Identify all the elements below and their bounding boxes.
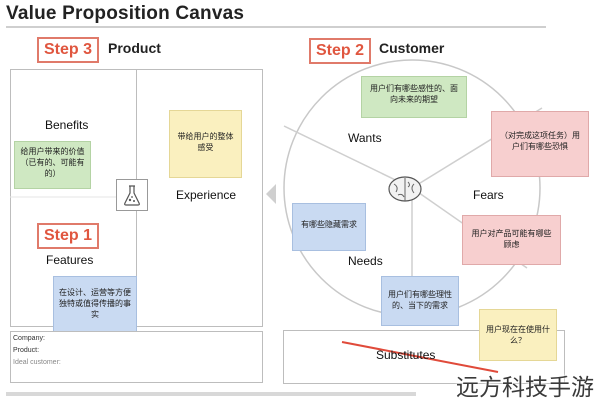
step-3-badge: Step 3 bbox=[37, 37, 100, 63]
fears-task-note: （对完成这项任务）用户们有哪些恐惧 bbox=[491, 111, 589, 177]
fears-product-note: 用户对产品可能有哪些顾虑 bbox=[462, 215, 561, 265]
page-title: Value Proposition Canvas bbox=[6, 3, 245, 24]
needs-label: Needs bbox=[348, 254, 383, 268]
footer-credit-strip bbox=[6, 392, 416, 396]
customer-heading: Customer bbox=[379, 40, 445, 56]
features-note: 在设计、运营等方便独特或值得传播的事实 bbox=[53, 276, 137, 338]
ideal-customer-field: Ideal customer: bbox=[13, 359, 61, 366]
fears-label: Fears bbox=[473, 188, 504, 202]
needs-note: 用户们有哪些理性的、当下的需求 bbox=[381, 276, 459, 326]
benefits-note: 给用户带来的价值（已有的、可能有的） bbox=[14, 141, 91, 189]
product-heading: Product bbox=[108, 40, 161, 56]
experience-label: Experience bbox=[176, 188, 237, 202]
step-1-badge: Step 1 bbox=[37, 223, 100, 249]
benefits-label: Benefits bbox=[45, 118, 89, 132]
hidden-needs-note: 有哪些隐藏需求 bbox=[292, 203, 366, 251]
step-2-badge: Step 2 bbox=[309, 38, 372, 64]
product-lines bbox=[10, 196, 137, 198]
title-divider bbox=[6, 26, 546, 28]
brain-icon bbox=[386, 174, 424, 206]
product-field: Product: bbox=[13, 347, 40, 354]
flask-icon bbox=[116, 179, 148, 211]
substitutes-strike bbox=[341, 341, 499, 373]
company-field: Company: bbox=[13, 335, 45, 342]
left-arrow-icon bbox=[266, 184, 276, 204]
substitutes-note: 用户现在在使用什么？ bbox=[479, 309, 557, 361]
features-label: Features bbox=[46, 253, 94, 267]
product-info-box bbox=[10, 331, 263, 383]
wants-note: 用户们有哪些感性的、面向未来的期望 bbox=[361, 76, 467, 118]
wants-label: Wants bbox=[348, 131, 382, 145]
substitutes-label: Substitutes bbox=[376, 348, 436, 362]
watermark: 远方科技手游 bbox=[456, 375, 594, 401]
experience-note: 带给用户的整体感受 bbox=[169, 110, 242, 178]
